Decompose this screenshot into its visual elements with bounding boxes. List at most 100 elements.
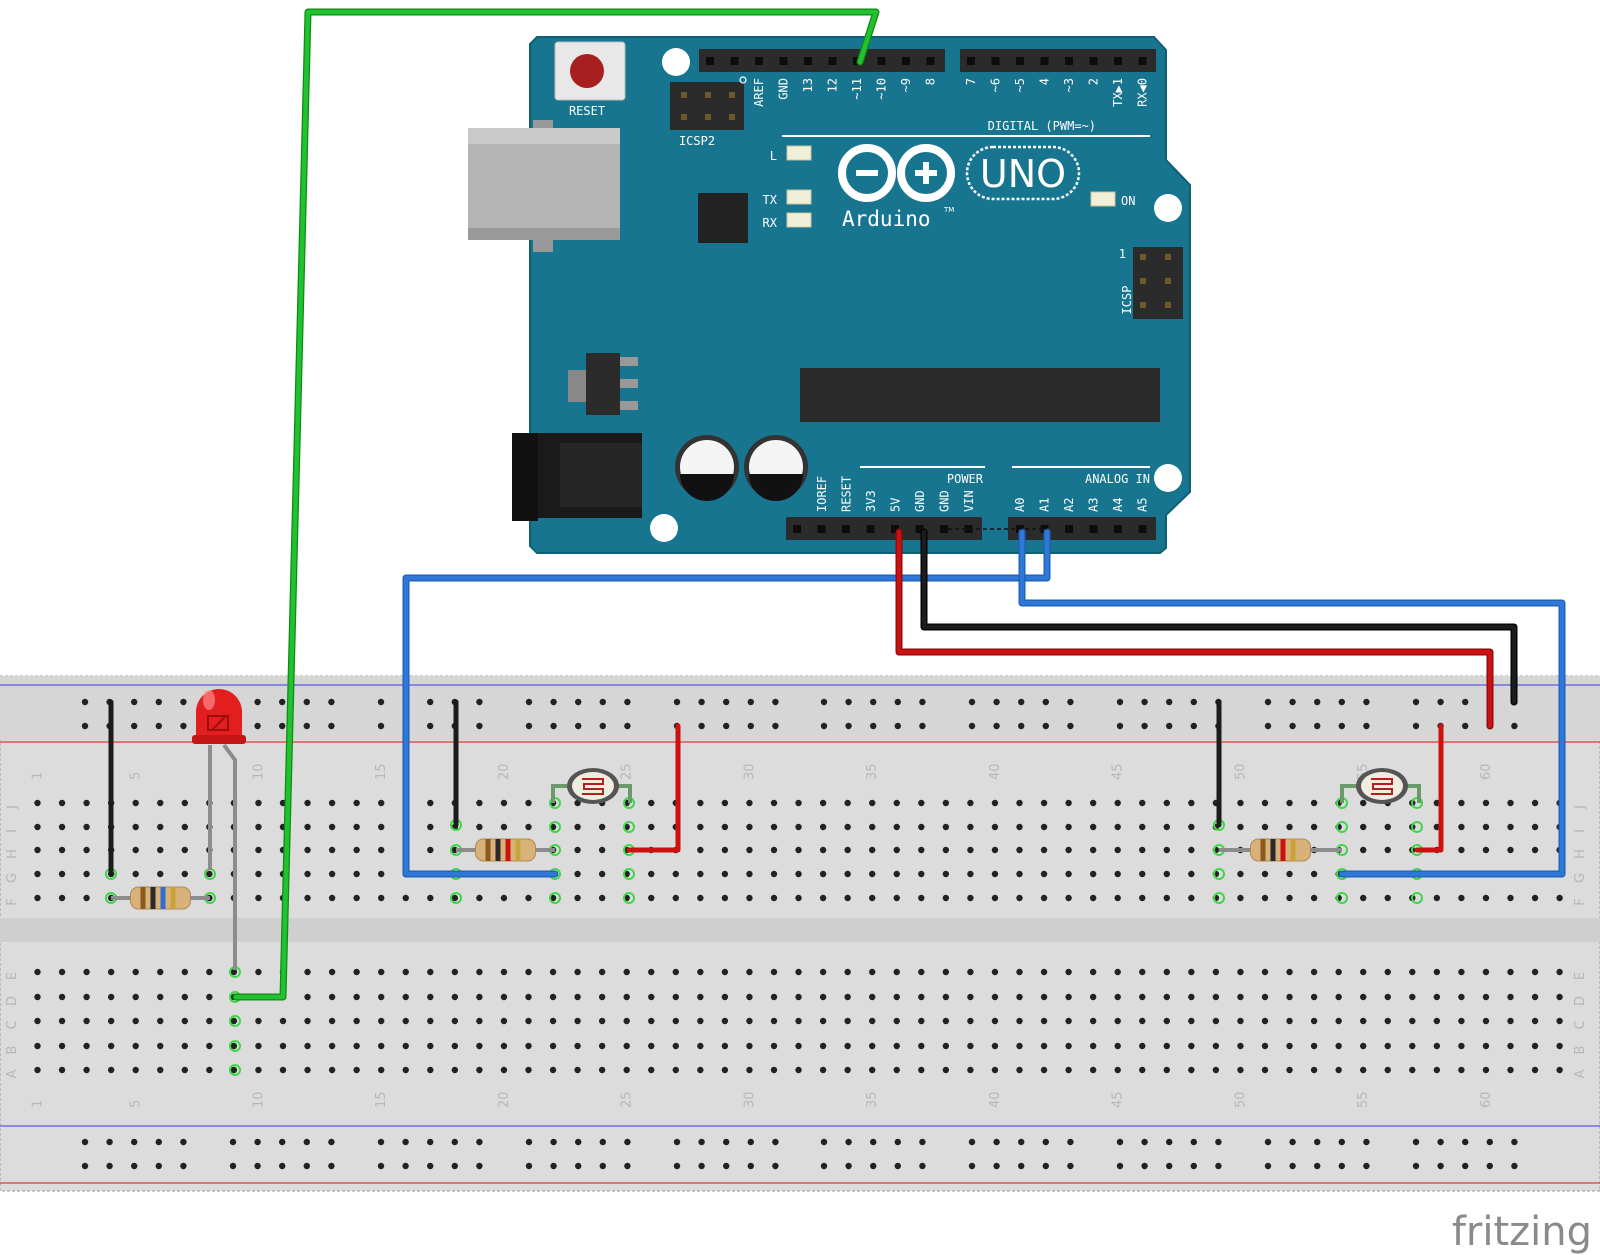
breadboard-hole: [525, 993, 532, 1001]
rail-hole: [550, 1138, 557, 1146]
pin-label: AREF: [752, 78, 766, 107]
breadboard-hole: [1531, 1066, 1539, 1074]
rail-hole: [919, 722, 926, 730]
reset-button[interactable]: [554, 41, 626, 101]
rail-hole: [820, 1162, 828, 1170]
breadboard-hole: [819, 1042, 827, 1050]
rail-hole: [845, 1162, 852, 1170]
breadboard-hole: [181, 846, 188, 854]
breadboard-hole: [1163, 1066, 1171, 1074]
breadboard-hole: [255, 870, 262, 878]
row-letter: F: [1573, 898, 1588, 905]
breadboard-hole: [942, 993, 950, 1001]
breadboard-hole: [107, 1042, 115, 1050]
breadboard-hole: [746, 968, 753, 976]
breadboard-hole: [451, 1017, 459, 1025]
breadboard-hole: [1188, 894, 1195, 902]
breadboard-hole: [967, 993, 974, 1001]
breadboard-hole: [206, 870, 213, 878]
rail-hole: [1264, 1162, 1272, 1170]
breadboard-hole: [1556, 968, 1563, 976]
breadboard-hole: [598, 894, 606, 902]
breadboard-hole: [206, 968, 213, 976]
breadboard-hole: [500, 993, 508, 1001]
breadboard-hole: [746, 1017, 753, 1025]
breadboard-hole: [402, 968, 409, 976]
breadboard-hole: [942, 968, 950, 976]
rail-hole: [550, 722, 557, 730]
breadboard-hole: [1556, 1066, 1563, 1074]
breadboard-hole: [1360, 1017, 1367, 1025]
breadboard-hole: [893, 870, 900, 878]
rail-hole: [1314, 1138, 1321, 1146]
breadboard-hole: [353, 894, 360, 902]
rail-hole: [1437, 698, 1444, 706]
breadboard-hole: [942, 846, 950, 854]
breadboard-hole: [942, 870, 950, 878]
breadboard-hole: [525, 1066, 532, 1074]
row-letter: I: [1573, 829, 1588, 833]
breadboard-hole: [525, 799, 532, 807]
breadboard-hole: [1482, 1066, 1490, 1074]
breadboard-hole: [844, 1066, 851, 1074]
breadboard-hole: [1384, 968, 1391, 976]
breadboard-hole: [58, 993, 66, 1001]
rail-hole: [525, 1162, 533, 1170]
header-pin: [730, 57, 739, 65]
icsp-header: [1133, 247, 1183, 319]
breadboard-hole: [500, 968, 508, 976]
rail-hole: [1289, 1162, 1296, 1170]
rail-hole: [1018, 722, 1025, 730]
breadboard-hole: [770, 1042, 778, 1050]
breadboard-hole: [402, 993, 409, 1001]
breadboard-hole: [991, 846, 999, 854]
power-header: [786, 517, 982, 540]
photoresistor-right: [1340, 768, 1421, 804]
breadboard-hole: [1507, 993, 1514, 1001]
breadboard-hole: [1458, 1042, 1465, 1050]
breadboard-hole: [795, 823, 802, 831]
breadboard-hole: [1188, 1017, 1195, 1025]
breadboard-hole: [967, 870, 974, 878]
breadboard-hole: [107, 1017, 115, 1025]
breadboard-hole: [967, 1066, 974, 1074]
breadboard-hole: [967, 1017, 974, 1025]
breadboard-hole: [1065, 993, 1072, 1001]
breadboard-hole: [1261, 894, 1269, 902]
breadboard-hole: [746, 846, 753, 854]
row-letter: A: [5, 1069, 20, 1078]
rail-hole: [328, 1138, 335, 1146]
column-number: 5: [129, 1100, 144, 1108]
column-number: 5: [129, 772, 144, 780]
breadboard-hole: [500, 1042, 508, 1050]
breadboard-hole: [1139, 799, 1146, 807]
breadboard-hole: [746, 823, 753, 831]
breadboard-hole: [1458, 846, 1465, 854]
rail-hole: [377, 1162, 385, 1170]
resistor-ldr-right: [1219, 838, 1342, 862]
rail-hole: [673, 698, 681, 706]
rail-hole: [1511, 1162, 1518, 1170]
pin-label: RESET: [840, 476, 854, 512]
rail-hole: [845, 698, 852, 706]
column-number: 20: [497, 763, 512, 780]
rail-hole: [1166, 722, 1173, 730]
breadboard-hole: [1016, 1017, 1023, 1025]
breadboard-hole: [1114, 1066, 1121, 1074]
breadboard-hole: [819, 1066, 827, 1074]
rail-hole: [1363, 1162, 1370, 1170]
rail-hole: [1215, 1138, 1222, 1146]
rail-hole: [894, 722, 901, 730]
breadboard-hole: [770, 894, 778, 902]
rail-hole: [820, 698, 828, 706]
breadboard-hole: [869, 823, 876, 831]
header-pin: [891, 525, 899, 533]
breadboard-hole: [1139, 894, 1146, 902]
breadboard-hole: [1507, 1066, 1514, 1074]
breadboard-hole: [697, 1042, 704, 1050]
breadboard-hole: [58, 823, 66, 831]
breadboard-hole: [181, 1066, 188, 1074]
breadboard-hole: [721, 993, 729, 1001]
